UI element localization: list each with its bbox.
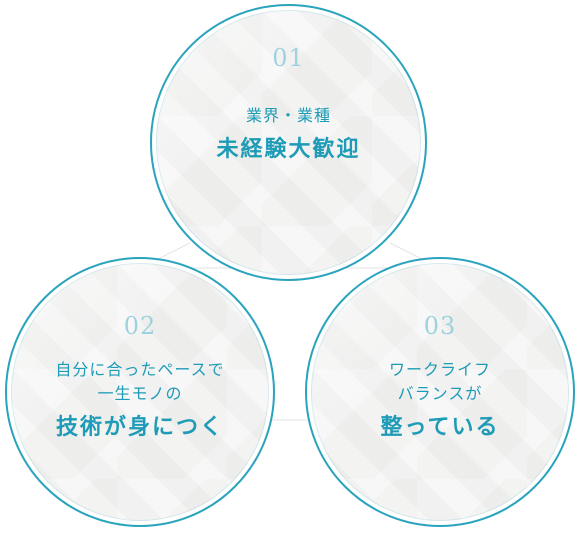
feature-headline: 未経験大歓迎 <box>216 136 361 162</box>
feature-circle-02: 02 自分に合ったペースで 一生モノの 技術が身につく <box>5 257 275 527</box>
feature-headline: 技術が身につく <box>55 414 224 440</box>
feature-text-line: 業界・業種 <box>245 106 331 125</box>
feature-circle-01: 01 業界・業種 未経験大歓迎 <box>150 4 427 281</box>
feature-headline: 整っている <box>380 414 500 440</box>
feature-number: 03 <box>423 312 457 340</box>
feature-number: 01 <box>272 44 305 72</box>
feature-text-line: バランスが <box>397 384 483 403</box>
feature-number: 02 <box>123 312 157 340</box>
feature-text-line: 自分に合ったペースで <box>55 360 225 379</box>
feature-text-line: 一生モノの <box>97 384 183 403</box>
feature-text-line: ワークライフ <box>388 360 491 379</box>
feature-circle-03: 03 ワークライフ バランスが 整っている <box>305 257 575 527</box>
